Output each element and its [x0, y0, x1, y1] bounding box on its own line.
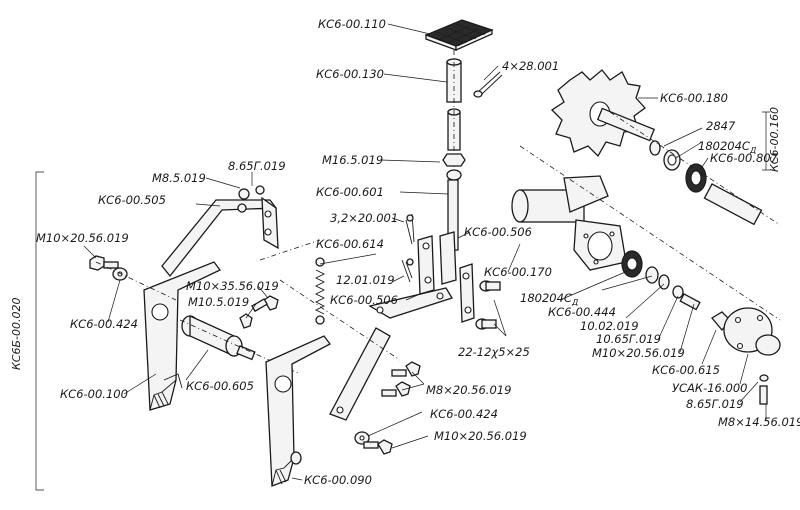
part-labels: КС6-00.110 КС6-00.130 4×28.001 КС6-00.18…: [10, 17, 800, 487]
label-ksb-00-615: КС6-00.615: [652, 363, 720, 377]
bolt-m10x35-part: [239, 295, 279, 329]
label-10-02-019: 10.02.019: [580, 319, 639, 333]
label-10-65g-019: 10.65Г.019: [596, 332, 661, 346]
label-ksb-00-424-left: КС6-00.424: [70, 317, 138, 331]
label-ksb-00-110: КС6-00.110: [318, 17, 386, 31]
label-m10x20-right: М10×20.56.019: [592, 346, 685, 360]
label-pin-4x28: 4×28.001: [502, 59, 559, 73]
label-m10x35: М10×35.56.019: [186, 279, 279, 293]
label-bearing-180204-b: 180204СД: [520, 291, 578, 307]
label-2847: 2847: [706, 119, 736, 133]
split-pin-part: [473, 71, 503, 98]
label-ksb-00-170: КС6-00.170: [484, 265, 552, 279]
label-m16-5-019: М16.5.019: [322, 153, 383, 167]
label-m8x20: М8×20.56.019: [426, 383, 511, 397]
label-22-12x5x25: 22-12χ5×25: [458, 345, 530, 359]
label-ksb-00-506-mid: КС6-00.506: [330, 293, 398, 307]
label-ksb-00-505: КС6-00.505: [98, 193, 166, 207]
clevis-pins-part: [475, 280, 501, 330]
label-pin-3-2x20: 3,2×20.001: [330, 211, 398, 225]
bent-lever-part: [161, 185, 279, 278]
label-ksb-00-506-top: КС6-00.506: [464, 225, 532, 239]
label-ksb-00-614: КС6-00.614: [316, 237, 384, 251]
long-link-part: [329, 287, 453, 421]
sprocket-part: [550, 69, 656, 158]
link-plates-part: [417, 231, 475, 323]
lower-bearing-part: [621, 250, 701, 311]
label-12-01-019: 12.01.019: [336, 273, 395, 287]
label-ksb-00-424-bot: КС6-00.424: [430, 407, 498, 421]
label-8-65g-019-top: 8.65Г.019: [228, 159, 286, 173]
hub-flange-part: [711, 307, 781, 405]
label-ksb-00-130: КС6-00.130: [316, 67, 384, 81]
label-ksb-00-160: КС6-00.160: [768, 107, 781, 172]
rod-part: [446, 50, 462, 200]
label-ksb-00-180: КС6-00.180: [660, 91, 728, 105]
label-m10x20-left: М10×20.56.019: [36, 231, 129, 245]
nut-m16-part: [442, 153, 466, 181]
label-ksb-00-605: КС6-00.605: [186, 379, 254, 393]
label-ksb-00-100: КС6-00.100: [60, 387, 128, 401]
label-ksb-00-090: КС6-00.090: [304, 473, 372, 487]
label-ksb-00-807: КС6-00.807: [710, 151, 779, 165]
small-pins-part: [401, 213, 415, 283]
bearing-stack-part: [609, 111, 781, 226]
leader-lines: [35, 23, 770, 491]
pedal-pad-part: [424, 19, 494, 52]
left-lever-part: [143, 261, 221, 411]
housing-bracket-part: [511, 145, 781, 321]
label-m10-5-019: М10.5.019: [188, 295, 249, 309]
label-m8x14: М8×14.56.019: [718, 415, 800, 429]
label-ksb-00-444: КС6-00.444: [548, 305, 616, 319]
label-bearing-180204: 180204СД: [698, 139, 756, 155]
label-m10x20-bot: М10×20.56.019: [434, 429, 527, 443]
bottom-bolts-part: [354, 361, 421, 455]
lower-lever-part: [265, 335, 331, 487]
spring-part: [314, 257, 326, 325]
left-bolt-part: [89, 255, 177, 301]
label-m8-5-019: М8.5.019: [152, 171, 206, 185]
label-ksb-00-020: КС6Б-00.020: [10, 298, 23, 371]
label-ksb-00-601: КС6-00.601: [316, 185, 384, 199]
label-usak-16: УСАК-16.000: [672, 381, 747, 395]
label-8-65g-019-bot: 8.65Г.019: [686, 397, 744, 411]
